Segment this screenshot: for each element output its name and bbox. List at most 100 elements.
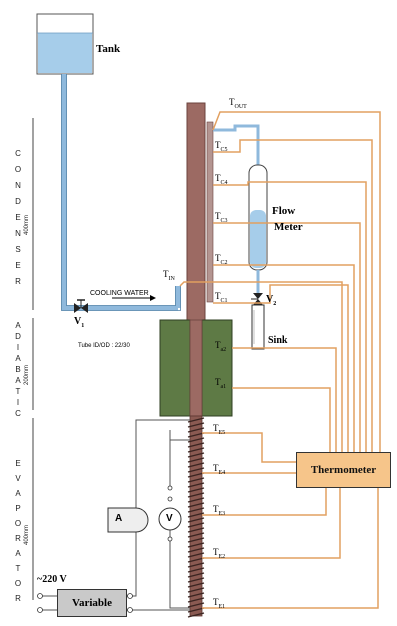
section-letter: R	[15, 594, 21, 603]
tc-a2-label: Ta2	[215, 340, 227, 353]
coil-turn	[187, 567, 205, 573]
sink-label: Sink	[268, 335, 288, 346]
section-letter: T	[15, 387, 21, 396]
section-letter: S	[15, 245, 21, 254]
tc-out-label: TOUT	[229, 97, 247, 110]
voltmeter-label: V	[166, 513, 173, 524]
condenser-length: 400mm	[24, 214, 30, 235]
coil-turn	[187, 582, 205, 588]
tank	[36, 13, 94, 75]
coil-turn	[187, 432, 205, 438]
coil-turn	[187, 502, 205, 508]
section-letter: P	[15, 504, 21, 513]
coil-turn	[187, 527, 205, 533]
tc-e2-label: TE2	[213, 547, 226, 560]
section-letter: I	[16, 343, 20, 352]
section-letter: A	[15, 376, 21, 385]
thermometer: Thermometer	[296, 452, 391, 488]
coil-turn	[187, 447, 205, 453]
section-letter: R	[15, 277, 21, 286]
coil-turn	[187, 482, 205, 488]
section-letter: B	[15, 365, 21, 374]
section-letter: D	[15, 332, 21, 341]
coil-turn	[187, 542, 205, 548]
tc-a1-label: Ta1	[215, 377, 227, 390]
coil-turn	[187, 562, 205, 568]
cooling-water-arrow	[112, 295, 156, 301]
section-letter: E	[15, 459, 21, 468]
section-letter: N	[15, 229, 21, 238]
voltmeter	[158, 507, 182, 531]
coil-turn	[187, 612, 205, 618]
coil-turn	[187, 467, 205, 473]
section-letter: O	[14, 579, 22, 588]
coil-turn	[187, 512, 205, 518]
coil-turn	[187, 552, 205, 558]
coil-turn	[187, 417, 205, 423]
coil-turn	[187, 592, 205, 598]
cooling-water-label: COOLING WATER	[90, 290, 149, 297]
coil-turn	[187, 462, 205, 468]
section-letter: O	[14, 165, 22, 174]
tc-c4-label: TC4	[215, 173, 228, 186]
section-letter: A	[15, 489, 21, 498]
coil-turn	[187, 442, 205, 448]
coil-turn	[187, 457, 205, 463]
coil-turn	[187, 507, 205, 513]
tc-c5-label: TC5	[215, 140, 228, 153]
coil-turn	[187, 437, 205, 443]
ammeter-label: A	[115, 513, 123, 524]
valve-v1-label: V1	[74, 316, 85, 330]
coil-turn	[187, 547, 205, 553]
tc-c3-label: TC3	[215, 211, 228, 224]
coil-turn	[187, 577, 205, 583]
tc-in-label: TIN	[163, 269, 175, 282]
section-letter: I	[16, 398, 20, 407]
tc-e5-label: TE5	[213, 423, 226, 436]
coil-turn	[187, 532, 205, 538]
voltage-label: ~220 V	[37, 574, 67, 585]
coil-turn	[187, 602, 205, 608]
coil-turn	[187, 497, 205, 503]
section-letter: D	[15, 197, 21, 206]
coil-turn	[187, 517, 205, 523]
ammeter	[107, 507, 149, 533]
coil-turn	[187, 477, 205, 483]
section-letter: R	[15, 534, 21, 543]
section-letter: A	[15, 354, 21, 363]
tc-e1-label: TE1	[213, 597, 226, 610]
tank-water	[38, 33, 92, 73]
thermocouple-wires	[179, 111, 381, 609]
coil-turn	[187, 522, 205, 528]
tc-e4-label: TE4	[213, 463, 226, 476]
tc-e3-label: TE3	[213, 504, 226, 517]
coil-turn	[187, 597, 205, 603]
section-letter: C	[15, 409, 21, 418]
valve-v1	[74, 299, 88, 313]
coil-turn	[187, 572, 205, 578]
evaporator-length: 400mm	[24, 524, 30, 545]
tank-label: Tank	[96, 43, 121, 55]
terminals	[37, 485, 173, 613]
coil-turn	[187, 587, 205, 593]
adiabatic-length: 200mm	[24, 364, 30, 385]
coil-turn	[187, 607, 205, 613]
coil-turn	[187, 452, 205, 458]
valve-v2-label: V2	[266, 294, 277, 308]
section-letter: A	[15, 549, 21, 558]
section-letter: E	[15, 261, 21, 270]
coil-turn	[187, 422, 205, 428]
section-letter: N	[15, 181, 21, 190]
tube-label: Tube ID/OD : 22/30	[78, 343, 130, 349]
tc-c2-label: TC2	[215, 253, 228, 266]
coil-turn	[187, 472, 205, 478]
coil-turn	[187, 557, 205, 563]
section-letter: T	[15, 564, 21, 573]
section-letter: C	[15, 149, 21, 158]
flow-meter	[248, 128, 268, 298]
variable-transformer: Variable	[57, 589, 127, 617]
